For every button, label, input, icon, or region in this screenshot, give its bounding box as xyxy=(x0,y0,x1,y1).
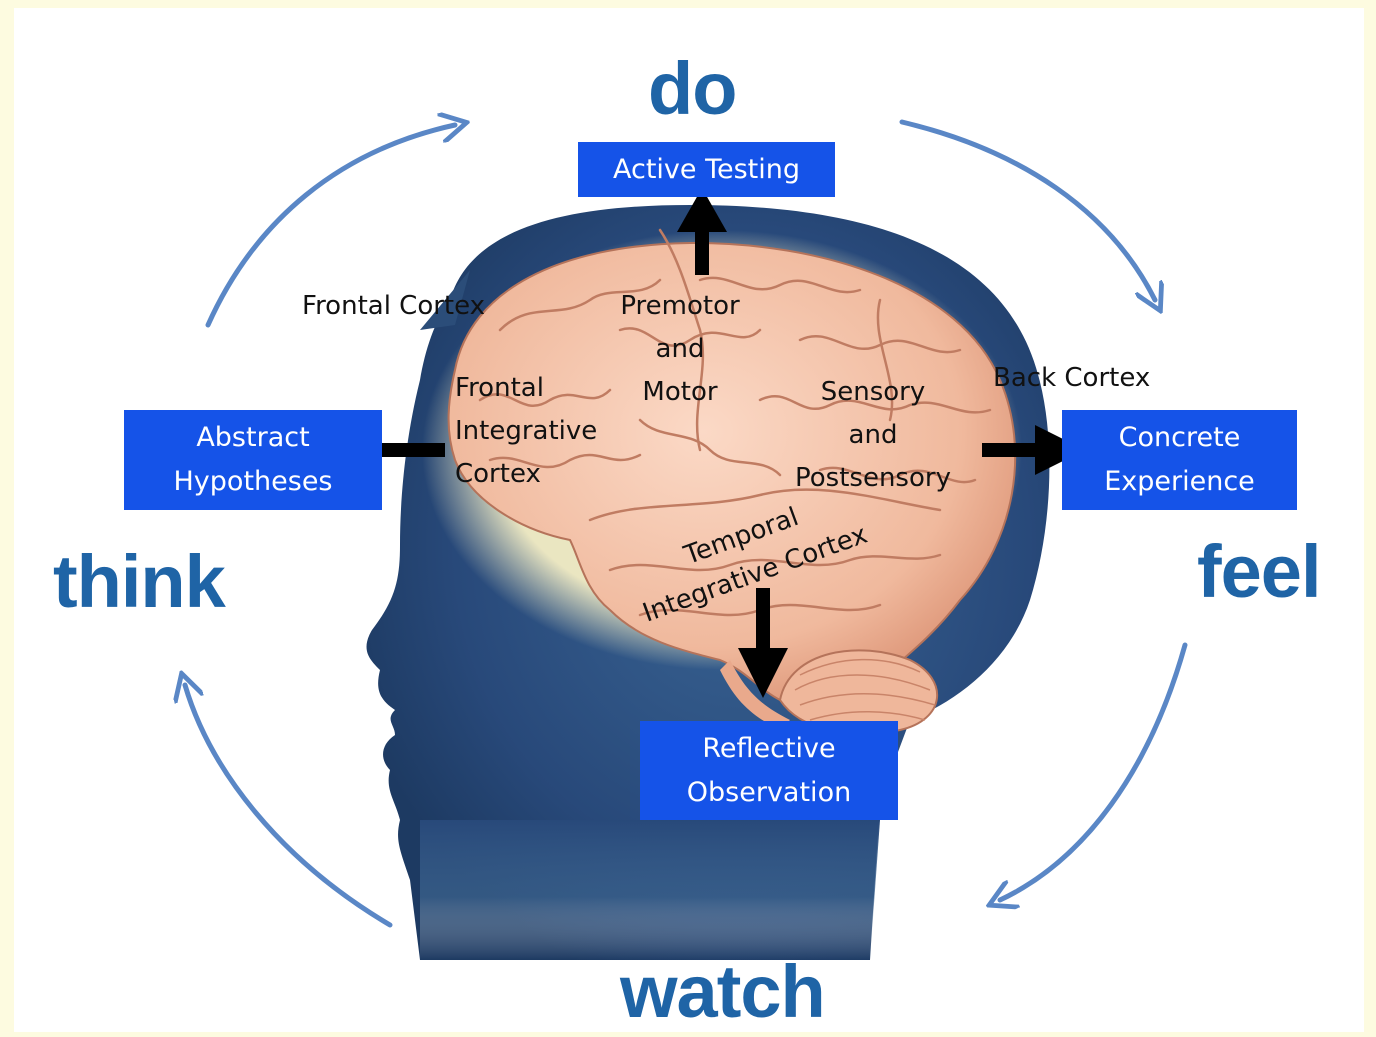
back-cortex-label: Back Cortex xyxy=(993,363,1151,393)
brain-illustration xyxy=(422,228,1022,735)
abstract-hypotheses-line-1: Abstract xyxy=(196,422,310,453)
frontal-cortex-label: Frontal Cortex xyxy=(302,291,486,321)
sensory-label: Sensory and Postsensory xyxy=(778,371,968,500)
concrete-experience-line-1: Concrete xyxy=(1118,422,1241,453)
concrete-experience-line-2: Experience xyxy=(1104,466,1255,497)
arrow-down-to-reflective-observation xyxy=(738,588,788,698)
sensory-line-3: Postsensory xyxy=(795,463,951,493)
active-testing-label: Active Testing xyxy=(612,153,801,185)
sensory-line-1: Sensory xyxy=(820,377,926,407)
cycle-label-watch: watch xyxy=(620,950,826,1033)
arrow-up-to-active-testing xyxy=(677,188,727,275)
reflective-observation-line-2: Observation xyxy=(686,776,852,808)
frontal-integrative-line-1: Frontal xyxy=(455,373,544,403)
cycle-label-think: think xyxy=(53,540,226,623)
frontal-integrative-label: Frontal Integrative Cortex xyxy=(455,367,597,496)
cycle-label-feel: feel xyxy=(1197,530,1322,613)
reflective-observation-line-1: Reflective xyxy=(702,732,836,764)
cycle-arrow-think-to-do xyxy=(205,125,455,328)
frontal-integrative-line-3: Cortex xyxy=(455,459,541,489)
premotor-line-1: Premotor xyxy=(620,291,740,321)
abstract-hypotheses-box: Abstract Hypotheses xyxy=(124,410,382,510)
sensory-line-2: and xyxy=(848,420,898,450)
cycle-arrows xyxy=(185,119,1188,928)
premotor-label: Premotor and Motor xyxy=(604,285,756,414)
cycle-arrow-do-to-feel xyxy=(899,119,1155,300)
premotor-line-3: Motor xyxy=(642,377,718,407)
reflective-observation-box: Reflective Observation xyxy=(640,721,898,820)
premotor-line-2: and xyxy=(655,334,705,364)
cycle-arrow-feel-to-watch xyxy=(1000,642,1188,900)
active-testing-box: Active Testing xyxy=(578,142,835,197)
concrete-experience-box: Concrete Experience xyxy=(1062,410,1297,510)
cycle-label-do: do xyxy=(648,47,737,130)
cycle-arrow-watch-to-think xyxy=(185,685,393,928)
frontal-integrative-line-2: Integrative xyxy=(455,416,598,446)
abstract-hypotheses-line-2: Hypotheses xyxy=(173,466,333,497)
arrow-right-to-concrete-experience xyxy=(982,425,1085,475)
